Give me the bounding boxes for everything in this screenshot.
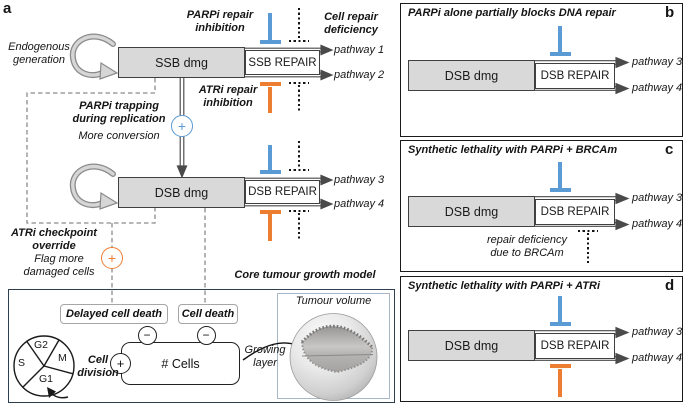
panel-d-atri-tbar (557, 368, 563, 397)
panel-d-pathway4-label: pathway 4 (632, 352, 683, 364)
repair-deficiency-tbar-dsb-bottom-cap (288, 209, 309, 212)
panel-c-dsb-repair-box: DSB REPAIR (535, 198, 615, 225)
panel-c-brca-deficiency-tbar (587, 233, 590, 263)
pathway4-label: pathway 4 (334, 197, 385, 210)
atri-inhibition-tbar-ssb (267, 86, 273, 113)
cell-death-box: Cell death (178, 304, 238, 324)
panel-d-label: d (665, 277, 675, 294)
parpi-inhibition-tbar-dsb (267, 145, 273, 170)
panel-c-brca-deficiency-tbar-cap (578, 229, 598, 232)
panel-d-title: Synthetic lethality with PARPi + ATRi (408, 280, 601, 292)
panel-c-pathway3-label: pathway 3 (632, 192, 683, 204)
dsb-repair-box: DSB REPAIR (245, 180, 320, 204)
repair-deficiency-tbar-ssb-top (297, 8, 300, 38)
num-cells-box: # Cells (121, 342, 240, 385)
panel-b-parpi-tbar (557, 26, 563, 52)
pathway3-label: pathway 3 (334, 173, 385, 186)
repair-deficiency-tbar-ssb-top-cap (288, 39, 309, 42)
panel-b-pathway3-label: pathway 3 (632, 56, 683, 68)
parpi-inhibition-tbar-ssb (267, 13, 273, 40)
ssb-repair-box: SSB REPAIR (245, 50, 320, 75)
panel-c-brca-note: repair deficiency due to BRCAm (486, 234, 568, 259)
panel-b-label: b (665, 4, 675, 21)
repair-deficiency-tbar-dsb-bottom (297, 212, 300, 241)
more-conversion-label: More conversion (78, 129, 160, 142)
panel-d-dsb-repair-box: DSB REPAIR (535, 332, 615, 359)
cycle-phase-g2: G2 (33, 339, 48, 351)
panel-c-pathway4-label: pathway 4 (632, 218, 683, 230)
growing-layer-label: Growing layer (244, 344, 286, 369)
atri-checkpoint-label: ATRi checkpoint override (11, 227, 97, 252)
death-minus-circle: − (196, 325, 216, 345)
pathway2-label: pathway 2 (334, 68, 385, 81)
repair-deficiency-tbar-dsb-top-cap (288, 168, 309, 171)
panel-c-dsb-dmg-box: DSB dmg (408, 196, 535, 227)
atri-inhibition-tbar-dsb-cap (259, 209, 281, 214)
cycle-phase-g1: G1 (39, 373, 54, 385)
delayed-death-minus-circle: − (137, 325, 157, 345)
dsb-dmg-box: DSB dmg (118, 177, 245, 208)
atri-repair-inhibition-label: ATRi repair inhibition (198, 84, 258, 109)
panel-d-atri-tbar-cap (549, 364, 571, 369)
pathway1-label: pathway 1 (334, 43, 385, 56)
panel-b-dsb-repair-box: DSB REPAIR (535, 62, 615, 89)
panel-b-pathway4-label: pathway 4 (632, 82, 683, 94)
atri-inhibition-tbar-ssb-cap (259, 81, 281, 86)
cycle-phase-m: M (58, 352, 67, 364)
panel-d-dsb-dmg-box: DSB dmg (408, 330, 535, 361)
ssb-generation-loop-icon (69, 33, 119, 80)
panel-d-parpi-tbar (557, 296, 563, 322)
parpi-repair-inhibition-label: PARPi repair inhibition (186, 9, 254, 34)
panel-b-dsb-dmg-box: DSB dmg (408, 60, 535, 91)
conversion-plus-circle: + (171, 115, 193, 137)
panel-c-parpi-tbar (557, 162, 563, 188)
cell-repair-deficiency-label: Cell repair deficiency (324, 11, 378, 36)
parpi-trapping-label: PARPi trapping during replication (72, 100, 166, 125)
cell-division-label: Cell division (77, 354, 119, 379)
parpi-inhibition-tbar-ssb-cap (259, 40, 281, 45)
panel-b-title: PARPi alone partially blocks DNA repair (408, 7, 616, 19)
ssb-dmg-box: SSB dmg (118, 47, 245, 78)
panel-c-label: c (665, 141, 674, 158)
cycle-phase-s: S (18, 357, 26, 369)
flag-more-label: Flag more damaged cells (23, 253, 95, 278)
panel-a-label: a (3, 0, 12, 17)
tumour-volume-label: Tumour volume (295, 295, 372, 307)
atri-inhibition-tbar-dsb (267, 214, 273, 241)
delayed-cell-death-box: Delayed cell death (60, 304, 168, 324)
panel-c-parpi-tbar-cap (549, 188, 571, 193)
panel-d-pathway3-label: pathway 3 (632, 326, 683, 338)
cell-division-plus-circle: + (110, 353, 131, 374)
panel-b-parpi-tbar-cap (549, 52, 571, 57)
panel-d-parpi-tbar-cap (549, 322, 571, 327)
dsb-generation-loop-icon (69, 163, 119, 210)
parpi-inhibition-tbar-dsb-cap (259, 170, 281, 175)
core-model-title: Core tumour growth model (234, 269, 376, 281)
repair-deficiency-tbar-ssb-bottom (297, 85, 300, 112)
panel-c-title: Synthetic lethality with PARPi + BRCAm (408, 144, 618, 156)
repair-deficiency-tbar-dsb-top (297, 141, 300, 168)
repair-deficiency-tbar-ssb-bottom-cap (288, 81, 309, 84)
endogenous-generation-label: Endogenous generation (8, 41, 70, 66)
